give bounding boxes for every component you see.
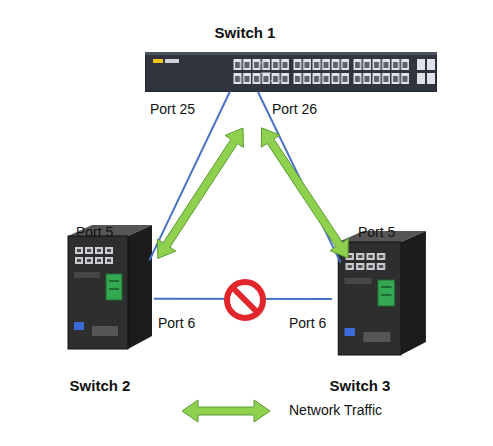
device-panel [92,326,118,336]
port-group [353,59,410,87]
sign-shadow [228,283,266,321]
device-panel [363,332,390,342]
terminal-screw [381,286,391,288]
traffic-arrow [261,128,348,258]
legend-arrow [180,399,272,423]
switch-body [332,228,428,356]
port-label: Port 25 [150,101,195,117]
device-side [128,225,152,349]
switch-node: Switch 3 [332,228,428,398]
blocked-sign [222,277,270,325]
legend: Network Traffic [180,399,380,425]
port-label: Port 6 [289,315,326,331]
device-front [68,236,128,349]
switch-logo [153,59,163,63]
network-link [149,92,229,260]
switch-name: Switch 2 [62,377,138,395]
terminal-block [378,280,395,306]
switch-body [62,222,154,350]
port-group [293,59,350,87]
sign-ring [227,282,263,318]
sfp-port [417,73,425,84]
sign-slash [233,288,258,313]
terminal-screw [381,294,391,296]
device-port [345,328,355,336]
device-side [401,231,426,355]
sfp-port [427,73,435,84]
device-panel [345,278,372,284]
port-group [233,59,290,87]
port-label: Port 26 [272,101,317,117]
switch-chassis [145,52,437,92]
terminal-screw [109,280,119,282]
traffic-arrow [157,128,243,258]
port-group [345,252,387,272]
port-label: Port 5 [358,224,395,240]
device-front [338,242,401,355]
sfp-port [427,59,435,70]
port-label: Port 5 [76,224,113,240]
switch-node: Switch 1 [145,22,437,94]
chassis-top [145,52,437,55]
legend-row: Network Traffic [180,399,380,423]
legend-arrow-shape [182,400,270,422]
network-link [258,92,341,263]
switch-name: Switch 1 [205,24,285,42]
terminal-screw [109,288,119,290]
port-label: Port 6 [158,315,195,331]
switch-node: Switch 2 [62,222,154,397]
device-panel [74,272,100,278]
sfp-port [417,59,425,70]
rack-switch [145,52,437,92]
legend-text: Network Traffic [289,402,382,418]
din-switch [62,222,154,350]
switch-body [145,52,437,92]
din-switch [332,228,428,356]
switch-name: Switch 3 [322,377,398,395]
switch-logo [165,59,179,63]
device-port [74,322,84,330]
port-group [74,246,114,266]
terminal-block [106,274,122,300]
